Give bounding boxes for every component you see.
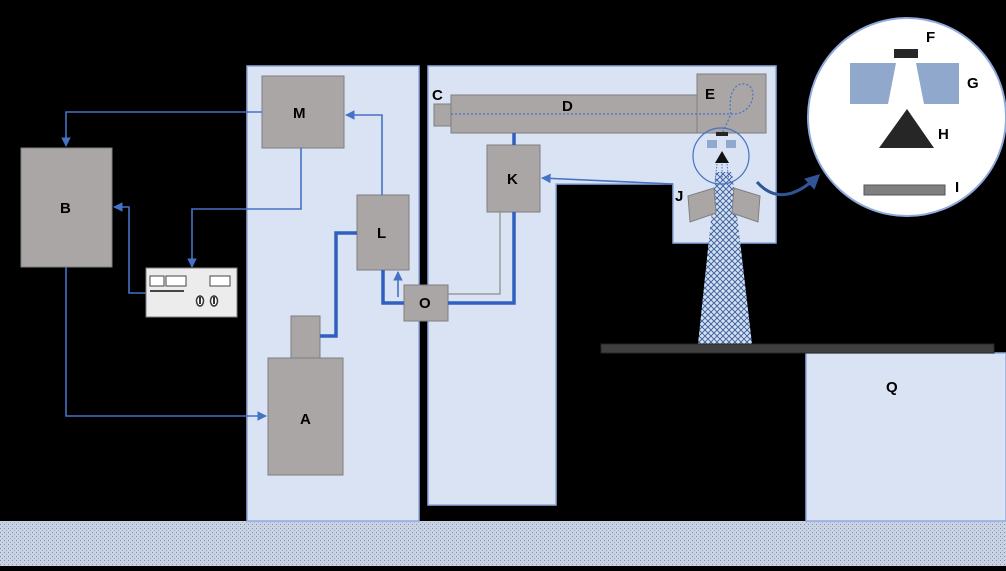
line-m-to-n	[187, 148, 302, 268]
label-f: F	[926, 29, 935, 46]
label-d: D	[562, 98, 573, 115]
floor	[0, 521, 1006, 566]
arrow-n-to-b	[113, 202, 146, 294]
magnify-arrow	[755, 173, 821, 197]
jaw-left	[687, 187, 717, 223]
filter-left-g	[850, 63, 896, 104]
box-a-top	[290, 315, 321, 359]
cable-o-to-k	[448, 212, 516, 305]
label-q: Q	[886, 379, 898, 396]
anode-h	[879, 109, 934, 148]
label-o: O	[419, 295, 431, 312]
label-n: N	[178, 328, 189, 345]
control-panel-n	[145, 267, 238, 318]
label-h: H	[938, 126, 949, 143]
mini-beam-lines	[714, 163, 730, 183]
magnified-view	[807, 17, 1006, 217]
box-c	[433, 103, 452, 127]
jaw-right	[731, 187, 761, 223]
label-k: K	[507, 171, 518, 188]
box-o	[403, 284, 449, 322]
cable-a-to-l	[320, 231, 357, 338]
arrow-b-to-a	[65, 267, 267, 421]
mini-lamp-left	[707, 140, 717, 148]
box-k	[486, 144, 541, 213]
arrow-to-k	[541, 173, 674, 185]
cable-o-k-thin	[448, 212, 501, 295]
box-m	[261, 75, 345, 149]
label-a: A	[300, 411, 311, 428]
label-c: C	[432, 87, 443, 104]
label-j: J	[675, 188, 683, 205]
label-e: E	[705, 86, 715, 103]
target-f	[894, 49, 918, 58]
cable-l-to-o	[381, 270, 404, 305]
mini-lamp-right	[726, 140, 736, 148]
arrow-m-to-b	[61, 111, 262, 147]
label-p: P	[808, 321, 818, 338]
cables	[320, 133, 516, 338]
box-e	[696, 73, 767, 134]
filter-right-g	[916, 63, 959, 104]
arrow-l-to-m	[345, 110, 383, 195]
table-base-q	[805, 352, 1006, 522]
box-a	[267, 357, 344, 476]
box-b	[20, 147, 113, 268]
box-l	[356, 194, 410, 271]
label-m: M	[293, 105, 306, 122]
label-g: G	[967, 75, 979, 92]
mini-target-top	[716, 132, 728, 136]
label-i: I	[955, 179, 959, 196]
plate-i	[863, 184, 946, 196]
beam-path	[451, 83, 754, 135]
mini-target	[715, 151, 729, 163]
connectors	[61, 110, 674, 421]
label-b: B	[60, 200, 71, 217]
platform-p	[600, 343, 995, 354]
label-l: L	[377, 225, 386, 242]
target-detail-circle	[692, 127, 750, 185]
